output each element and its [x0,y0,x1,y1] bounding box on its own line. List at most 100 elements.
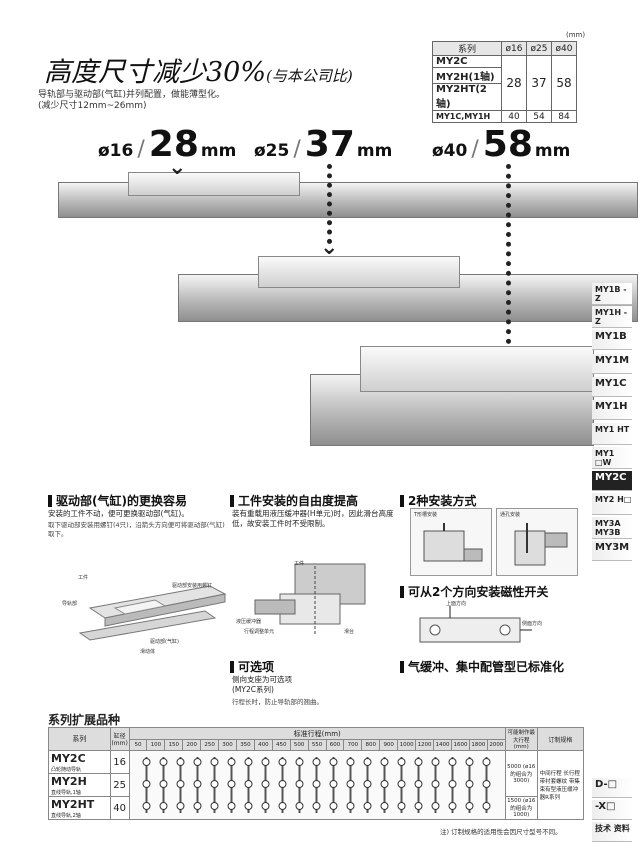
stroke-available-marker [465,780,474,788]
product-image-16 [58,172,638,222]
spec-compare-value: 54 [526,110,552,123]
stroke-available-marker [465,758,474,766]
stroke-available-marker [431,802,440,810]
stroke-header-cell: 2000 [486,739,506,751]
sidebar-item-my1w[interactable]: MY1 □W [592,447,632,469]
stroke-availability-svg [142,757,491,813]
stroke-available-marker [142,780,151,788]
stroke-available-marker [482,780,491,788]
feature-1-body: 安装的工件不动，便可更换驱动部(气缸)。 [48,509,189,518]
product-image-40 [310,346,594,446]
subtitle: 导轨部与驱动部(气缸)并列配置，做能薄型化。 (减少尺寸12mm~26mm) [38,90,298,112]
stroke-available-marker [176,780,185,788]
sidebar-item-x[interactable]: -X□ [592,800,632,820]
switch-direction-diagram: 上面方向 侧面方向 [410,600,542,650]
label-stroke-unit: 行程调整单元 [244,629,275,635]
feature-5-body-2: (MY2C系列) [232,685,274,694]
t-slot-mount-image: T形槽安装 [410,508,492,576]
stroke-available-marker [227,758,236,766]
stroke-header-cell: 1000 [397,739,417,751]
options-cell: 中间行程 长行程 带衬套螺纹 带集束有型液压缓冲器R系列 [536,750,585,820]
label-slider: 滑动体 [140,649,156,655]
stroke-header-cell: 100 [146,739,166,751]
stroke-available-marker [482,758,491,766]
stroke-header-cell: 600 [325,739,345,751]
feature-5-note: 行程长时，防止导轨部的翘曲。 [232,698,323,706]
stroke-available-marker [142,802,151,810]
feature-3-title: 2种安装方式 [400,492,476,509]
stroke-available-marker [244,780,253,788]
stroke-header-cell: 250 [200,739,220,751]
stroke-available-marker [261,758,270,766]
stroke-available-marker [278,758,287,766]
feature-5-title: 可选项 [230,658,274,675]
stroke-available-marker [227,802,236,810]
series-name: MY2HT [51,797,95,811]
sidebar-item-my2h[interactable]: MY2 H□ [592,493,632,515]
stroke-available-marker [448,780,457,788]
subtitle-line-1: 导轨部与驱动部(气缸)并列配置，做能薄型化。 [38,90,226,100]
stroke-available-marker [295,758,304,766]
label-table: 滑台 [344,629,355,635]
slash: / [471,137,479,162]
feature-1-title: 驱动部(气缸)的更换容易 [48,492,187,509]
sidebar-item-my1ht[interactable]: MY1 HT [592,423,632,445]
page-title: 高度尺寸减少30%(与本公司比) [44,50,353,89]
spec-value: 37 [526,55,552,111]
label-top-direction: 上面方向 [446,601,467,607]
through-hole-svg [514,523,568,566]
dotted-leader [506,164,511,344]
feature-6-title: 气缓冲、集中配管型已标准化 [400,658,564,675]
stroke-header-cell: 1200 [415,739,435,751]
sidebar-item-my1c[interactable]: MY1C [592,377,632,397]
down-arrow-icon: ⌄ [168,155,187,180]
stroke-available-marker [397,758,406,766]
sidebar-item-my3a[interactable]: MY3A MY3B [592,517,632,539]
stroke-available-marker [176,802,185,810]
bore-cell: 16 [109,750,130,774]
label-workpiece: 工件 [294,561,305,567]
spec-table: 系列 ø16 ø25 ø40 MY2C 28 37 58 MY2H(1轴) MY… [432,41,577,123]
label-mount-screws: 驱动部安装用螺钉 [172,583,213,589]
sidebar-item-my1m[interactable]: MY1M [592,354,632,374]
feature-2-body: 装有重载用液压缓冲器(H单元)时，因此滑台高度低，故安装工件时不受限制。 [232,509,394,528]
feature-4-title: 可从2个方向安装磁性开关 [400,583,548,600]
sidebar-item-my3m[interactable]: MY3M [592,541,632,561]
switch-svg [419,606,532,643]
stroke-available-marker [159,758,168,766]
stroke-available-marker [193,780,202,788]
sidebar-item-tech-data[interactable]: 技术 资料 [592,822,632,842]
stroke-available-marker [312,780,321,788]
label-through-hole: 通孔安装 [500,512,521,518]
sidebar-item-my1b-z[interactable]: MY1B -Z [592,283,632,305]
title-suffix: (与本公司比) [266,67,353,85]
col-max-stroke: 可能制作最大行程(mm) [504,727,538,751]
col-bore: 缸径(mm) [109,727,130,751]
stroke-available-marker [414,758,423,766]
stroke-available-marker [380,758,389,766]
sidebar-item-my1h-z[interactable]: MY1H -Z [592,306,632,328]
stroke-available-marker [431,780,440,788]
feature-2-title: 工件安装的自由度提高 [230,492,358,509]
sidebar-item-my2c[interactable]: MY2C [592,471,632,491]
stroke-header-cell: 1400 [433,739,452,751]
sidebar-item-d[interactable]: D-□ [592,778,632,798]
stroke-available-marker [397,780,406,788]
spec-value: 28 [501,55,527,111]
sidebar-item-my1h[interactable]: MY1H [592,400,632,420]
stroke-available-marker [346,802,355,810]
sidebar-item-my1b[interactable]: MY1B [592,330,632,350]
bore-cell: 40 [109,796,130,820]
stroke-available-marker [278,780,287,788]
stroke-available-marker [193,758,202,766]
series-desc: 凸轮随动导轨 [51,766,82,773]
unit: mm [200,141,237,161]
stroke-available-marker [244,802,253,810]
